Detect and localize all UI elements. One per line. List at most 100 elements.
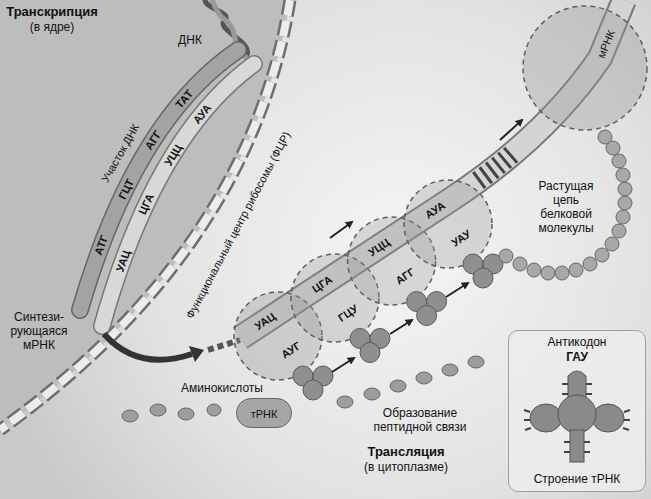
protein-chain (598, 130, 612, 144)
protein-chain (513, 257, 527, 271)
codon: АТГ (91, 233, 111, 257)
anticodon: АГГ (392, 264, 417, 287)
codon: АУА (190, 101, 214, 126)
trna-cloverleaf (558, 395, 596, 433)
base-tick (623, 428, 629, 430)
mrna-band (478, 154, 512, 181)
protein-chain (527, 263, 541, 277)
part-label: Участок ДНК (98, 121, 142, 185)
amino-acid (122, 410, 138, 422)
base-tick (564, 451, 570, 453)
protein-chain (583, 257, 597, 271)
base-tick (624, 410, 630, 412)
trna-molecule (293, 254, 503, 400)
base-tick (562, 383, 568, 385)
section-title: Трансляция (367, 445, 444, 459)
part-label: Аминокислоты (181, 381, 263, 395)
codon: УАЦ (112, 249, 133, 274)
trna-molecule (417, 306, 437, 326)
section-subtitle: (в ядре) (30, 20, 75, 34)
trna-molecule (303, 380, 323, 400)
protein-chain (616, 210, 630, 224)
base-tick (524, 384, 630, 452)
movement-arrow (330, 222, 352, 238)
protein-chain (605, 237, 619, 251)
part-label: Растущая цепь белковой молекулы (529, 179, 603, 235)
protein-chain (612, 224, 626, 238)
codon: УЦЦ (161, 142, 185, 169)
mrna-strand (102, 64, 254, 326)
mrna-strand (102, 64, 254, 326)
section-subtitle: (в цитоплазме) (364, 460, 448, 474)
part-label: Синтези- рующаяся мРНК (6, 310, 72, 352)
amino-acid (364, 388, 380, 400)
base-tick (564, 441, 570, 443)
base-tick (524, 419, 530, 421)
amino-acid (390, 380, 406, 392)
codon: АУА (422, 198, 448, 221)
node-text: Антикодон (509, 335, 645, 349)
movement-arrow (390, 320, 412, 334)
trna-cloverleaf (530, 371, 624, 462)
amino-acid (207, 404, 221, 416)
trna-cloverleaf (592, 404, 624, 432)
codon: УЦЦ (365, 235, 392, 259)
ribosome (234, 6, 647, 380)
part-label: мРНК (594, 28, 618, 60)
trna-blob: тРНК (236, 398, 292, 428)
protein-chain (618, 196, 632, 210)
codon: ЦГА (135, 192, 157, 217)
base-tick (624, 419, 630, 421)
node-text: Строение тРНК (509, 472, 645, 486)
amino-acid (337, 396, 353, 408)
protein-chain (595, 248, 609, 262)
protein-chain (616, 168, 630, 182)
protein-chain (499, 130, 632, 280)
trna-molecule (360, 343, 380, 363)
amino-acid (416, 372, 432, 384)
export-arrow (104, 334, 240, 362)
anticodon: УАУ (449, 227, 474, 250)
movement-arrow (500, 120, 522, 140)
amino-acid (178, 408, 194, 420)
codon: УАЦ (252, 309, 278, 333)
trna-structure-inset: АнтикодонГАУ Строение тРНК (508, 330, 646, 492)
ribosome (523, 6, 647, 130)
trna-molecule (473, 268, 493, 288)
protein-chain (541, 266, 555, 280)
codon: АГГ (142, 127, 165, 152)
base-tick (524, 410, 530, 412)
mrna-strand (102, 64, 254, 326)
node-text: тРНК (237, 407, 291, 421)
protein-chain (569, 263, 583, 277)
movement-arrow (446, 283, 468, 297)
protein-chain (499, 249, 513, 263)
ribosome (404, 180, 492, 268)
protein-chain (618, 182, 632, 196)
base-tick (525, 428, 531, 430)
anticodon: ГЦУ (335, 301, 360, 324)
part-label: Образование пептидной связи (360, 406, 480, 434)
trna-cloverleaf (568, 371, 586, 404)
part-label: ДНК (178, 33, 202, 47)
protein-chain (612, 154, 626, 168)
base-tick (586, 393, 592, 395)
export-arrow (189, 346, 204, 362)
section-title: Транскрипция (6, 5, 98, 19)
movement-arrow (332, 358, 354, 372)
codon: ЦГА (309, 272, 335, 296)
base-tick (584, 451, 590, 453)
trna-cloverleaf (530, 404, 562, 432)
anticodon: АУГ (279, 338, 304, 361)
amino-acid (150, 404, 166, 416)
codon: ТАТ (172, 86, 196, 110)
amino-acid (442, 364, 458, 376)
part-label: Функциональный центр рибосомы (ФЦР) (183, 129, 294, 321)
export-arrow (104, 334, 192, 360)
base-tick (562, 393, 568, 395)
codon: ГЦТ (115, 176, 137, 201)
node-text: ГАУ (509, 350, 645, 364)
trna-cloverleaf (570, 430, 584, 462)
